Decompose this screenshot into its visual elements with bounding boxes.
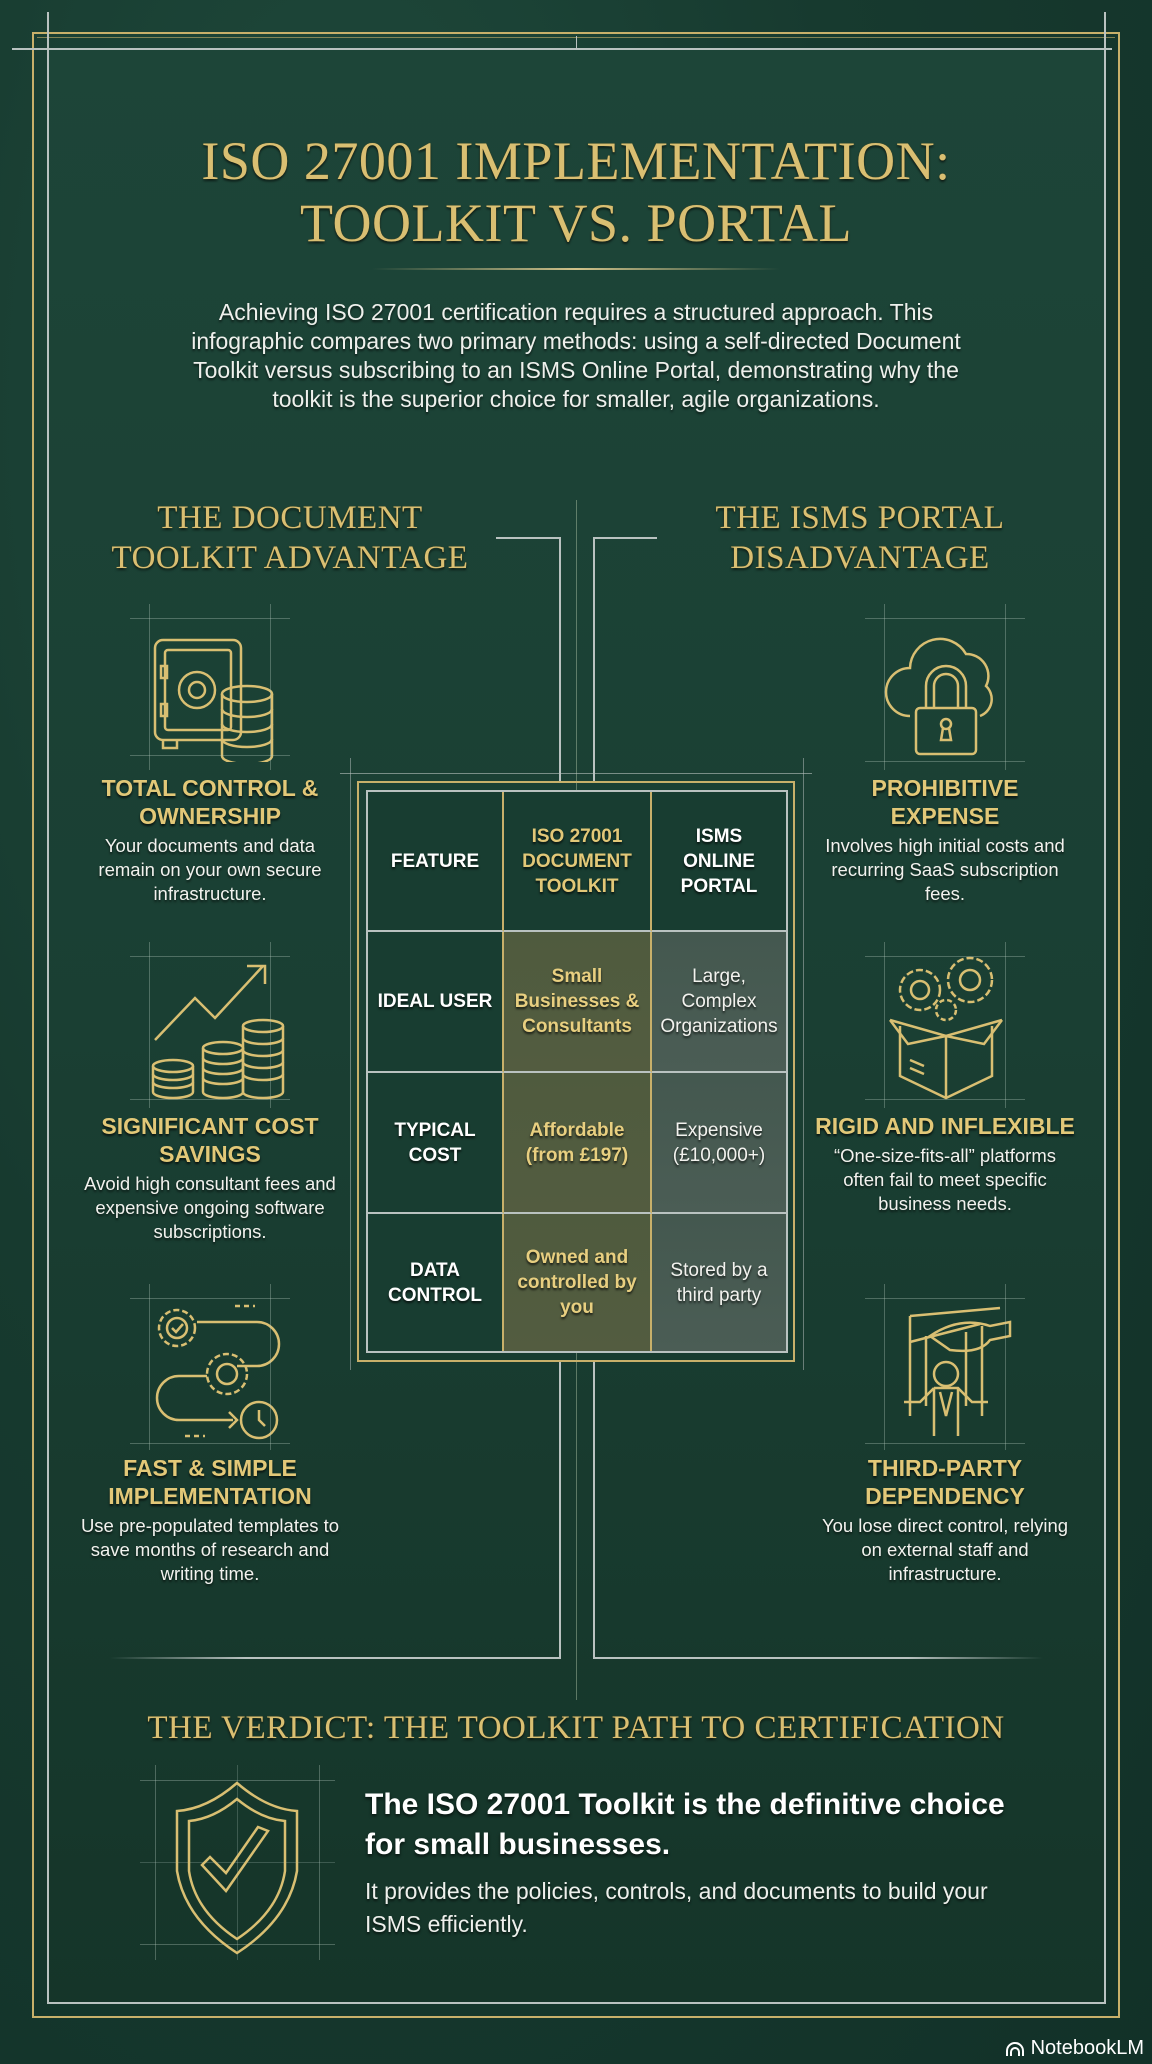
connector-left-top xyxy=(496,537,560,539)
feature-title: TOTAL CONTROL & OWNERSHIP xyxy=(101,775,319,829)
portal-title-line-1: THE ISMS PORTAL xyxy=(715,500,1005,536)
notebooklm-watermark: NotebookLM xyxy=(1005,2037,1144,2060)
table-guide-right xyxy=(803,758,804,1370)
feature-title: SIGNIFICANT COST SAVINGS xyxy=(101,1113,319,1167)
portal-title-line-2: DISADVANTAGE xyxy=(730,540,990,576)
frame-silver-left xyxy=(47,12,49,2004)
comparison-table: FEATURE ISO 27001 DOCUMENT TOOLKIT ISMS … xyxy=(366,790,788,1353)
frame-silver-right xyxy=(1104,12,1106,2004)
table-guide-top xyxy=(340,773,812,774)
feature-total-control: TOTAL CONTROL & OWNERSHIP Your documents… xyxy=(80,604,340,906)
row-typical-cost-label: TYPICAL COST xyxy=(368,1073,504,1214)
feature-description: Your documents and data remain on your o… xyxy=(98,835,322,904)
header-feature: FEATURE xyxy=(368,792,504,932)
notebooklm-logo-icon xyxy=(1005,2041,1024,2056)
header-portal: ISMS ONLINE PORTAL xyxy=(652,792,786,932)
feature-title: THIRD-PARTY DEPENDENCY xyxy=(865,1455,1025,1509)
row-data-control-portal: Stored by a third party xyxy=(652,1214,786,1351)
safe-database-icon xyxy=(130,604,290,770)
title-line-1: ISO 27001 IMPLEMENTATION: xyxy=(201,131,951,191)
frame-gold-left xyxy=(32,32,34,2018)
row-ideal-user-portal: Large, Complex Organizations xyxy=(652,932,786,1073)
cloud-lock-icon xyxy=(865,604,1025,770)
frame-gold-top xyxy=(32,32,1120,34)
row-data-control-label: DATA CONTROL xyxy=(368,1214,504,1351)
row-ideal-user-label: IDEAL USER xyxy=(368,932,504,1073)
title-divider xyxy=(372,268,780,270)
feature-title: FAST & SIMPLE IMPLEMENTATION xyxy=(108,1455,312,1509)
frame-silver-bottom xyxy=(47,2002,1106,2004)
header-toolkit: ISO 27001 DOCUMENT TOOLKIT xyxy=(504,792,652,932)
toolkit-title-line-2: TOOLKIT ADVANTAGE xyxy=(111,540,469,576)
connector-left-top-v xyxy=(559,537,561,781)
feature-description: You lose direct control, relying on exte… xyxy=(821,1515,1069,1584)
row-typical-cost-portal: Expensive (£10,000+) xyxy=(652,1073,786,1214)
connector-left-bottom-h xyxy=(110,1657,561,1659)
verdict-body: It provides the policies, controls, and … xyxy=(365,1878,988,1937)
connector-right-top-v xyxy=(593,537,595,781)
verdict-title: THE VERDICT: THE TOOLKIT PATH TO CERTIFI… xyxy=(147,1710,1005,1746)
shield-check-icon xyxy=(140,1765,335,1960)
feature-description: Avoid high consultant fees and expensive… xyxy=(84,1173,336,1242)
connector-right-top xyxy=(593,537,657,539)
title-line-2: TOOLKIT VS. PORTAL xyxy=(300,193,852,253)
coins-growth-icon xyxy=(130,942,290,1108)
connector-right-bottom-h xyxy=(593,1657,1043,1659)
toolkit-column-title: THE DOCUMENT TOOLKIT ADVANTAGE xyxy=(90,498,490,578)
feature-fast-implementation: FAST & SIMPLE IMPLEMENTATION Use pre-pop… xyxy=(80,1284,340,1586)
frame-gold-right xyxy=(1118,32,1120,2018)
frame-top-tick xyxy=(576,36,577,48)
page-title: ISO 27001 IMPLEMENTATION: TOOLKIT VS. PO… xyxy=(0,130,1152,254)
puppet-hand-icon xyxy=(865,1284,1025,1450)
feature-description: Involves high initial costs and recurrin… xyxy=(825,835,1065,904)
verdict-headline: The ISO 27001 Toolkit is the definitive … xyxy=(365,1788,1005,1861)
feature-description: Use pre-populated templates to save mont… xyxy=(80,1515,340,1584)
feature-description: “One-size-fits-all” platforms often fail… xyxy=(833,1145,1057,1214)
feature-title: PROHIBITIVE EXPENSE xyxy=(871,775,1019,829)
table-gold-frame xyxy=(357,781,795,1362)
feature-third-party-dependency: THIRD-PARTY DEPENDENCY You lose direct c… xyxy=(815,1284,1075,1586)
feature-rigid-inflexible: RIGID AND INFLEXIBLE “One-size-fits-all”… xyxy=(815,942,1075,1216)
frame-gold-bottom xyxy=(32,2016,1120,2018)
intro-text: Achieving ISO 27001 certification requir… xyxy=(191,299,961,412)
frame-silver-top xyxy=(12,48,1112,50)
gears-clock-icon xyxy=(130,1284,290,1450)
toolkit-title-line-1: THE DOCUMENT xyxy=(157,500,423,536)
row-ideal-user-toolkit: Small Businesses & Consultants xyxy=(504,932,652,1073)
connector-right-bottom-v xyxy=(593,1362,595,1658)
watermark-label: NotebookLM xyxy=(1030,2037,1144,2059)
portal-column-title: THE ISMS PORTAL DISADVANTAGE xyxy=(660,498,1060,578)
box-gears-icon xyxy=(865,942,1025,1108)
feature-cost-savings: SIGNIFICANT COST SAVINGS Avoid high cons… xyxy=(80,942,340,1244)
table-guide-left xyxy=(350,758,351,1370)
feature-prohibitive-expense: PROHIBITIVE EXPENSE Involves high initia… xyxy=(815,604,1075,906)
row-data-control-toolkit: Owned and controlled by you xyxy=(504,1214,652,1351)
row-typical-cost-toolkit: Affordable (from £197) xyxy=(504,1073,652,1214)
connector-left-bottom-v xyxy=(559,1362,561,1658)
feature-title: RIGID AND INFLEXIBLE xyxy=(815,1113,1075,1139)
